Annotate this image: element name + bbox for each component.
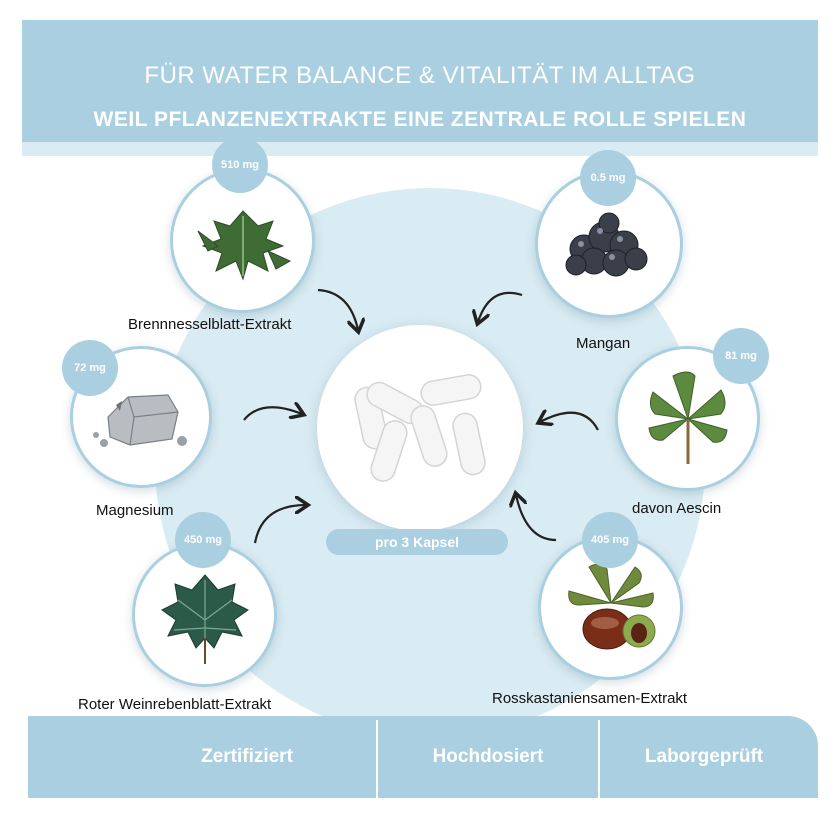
header-title: FÜR WATER BALANCE & VITALITÄT IM ALLTAG [144,62,696,89]
label-magnesium: Magnesium [96,502,174,519]
footer-certified: Zertifiziert [201,746,293,767]
chestnut-leaf-icon [647,371,728,464]
arrow-grapeleaf [253,505,306,544]
capsules-icon [354,374,486,482]
dose-badge-grapeleaf: 450 mg [175,512,231,568]
dosage-basis-label: pro 3 Kapsel [326,529,508,555]
manganese-mineral-icon [565,212,648,277]
arrow-chestnut [516,495,557,542]
footer-high-dose: Hochdosiert [432,746,544,767]
label-aescin: davon Aescin [632,500,722,517]
ingredient-grapeleaf [132,542,277,687]
chestnut-icon [567,563,655,649]
label-chestnut: Rosskastaniensamen-Extrakt [492,690,688,707]
footer-divider [376,720,378,798]
arrow-manganese [478,291,523,322]
footer-divider [598,720,600,798]
dose-badge-manganese: 0.5 mg [580,150,636,206]
magnesium-metal-icon [93,394,187,447]
dose-badge-magnesium: 72 mg [62,340,118,396]
nettle-leaf-icon [197,209,291,281]
arrow-nettle [317,288,358,330]
footer-lab-tested: Laborgeprüft [644,746,764,767]
footer-bar: Zertifiziert Hochdosiert Laborgeprüft [28,716,818,798]
arrow-aescin [540,413,599,431]
dose-badge-chestnut: 405 mg [582,512,638,568]
label-grapeleaf: Roter Weinrebenblatt-Extrakt [78,696,272,713]
dose-badge-nettle: 510 mg [212,137,268,193]
capsules-circle [317,325,523,531]
arrow-magnesium [243,407,302,421]
header-subtitle: WEIL PFLANZENEXTRAKTE EINE ZENTRALE ROLL… [93,108,747,131]
dose-badge-aescin: 81 mg [713,328,769,384]
label-manganese: Mangan [576,335,631,352]
label-nettle: Brennnesselblatt-Extrakt [128,316,292,333]
grape-leaf-icon [160,573,249,664]
header-banner: FÜR WATER BALANCE & VITALITÄT IM ALLTAG … [22,20,818,142]
